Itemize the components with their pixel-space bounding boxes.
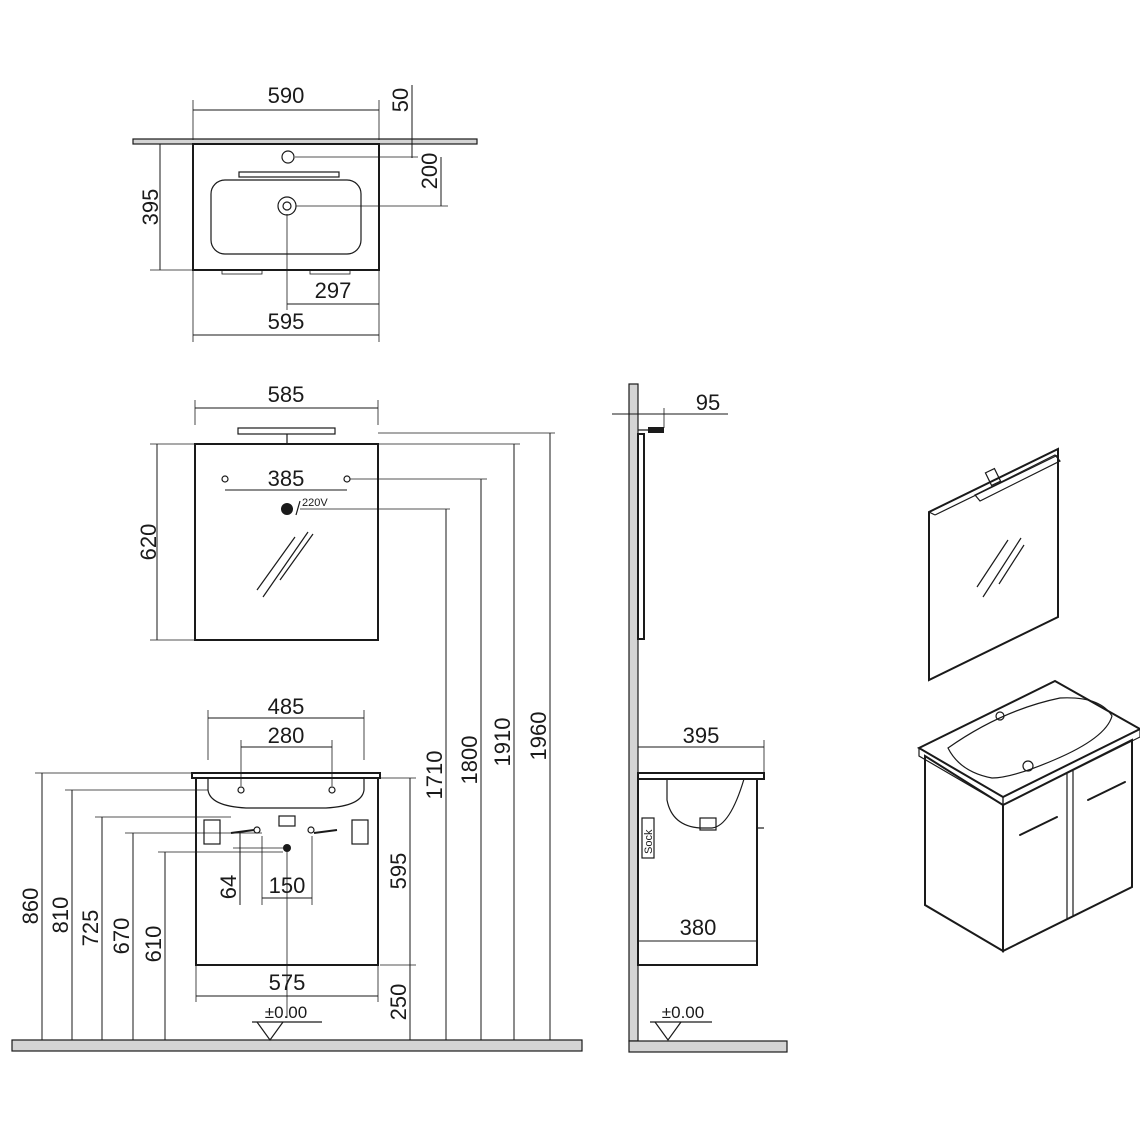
dim-label-595-cabinet: 595 xyxy=(386,853,411,890)
top-view-basin xyxy=(210,179,362,255)
dim-label-200: 200 xyxy=(417,153,442,190)
mirror-glare-icon xyxy=(256,531,314,598)
top-view-outline xyxy=(192,143,380,271)
dim-label-860: 860 xyxy=(18,888,43,925)
dim-label-595-top: 595 xyxy=(268,309,305,334)
dim-label-95: 95 xyxy=(696,390,720,415)
dim-label-590: 590 xyxy=(268,83,305,108)
power-socket-icon xyxy=(281,500,301,516)
dim-label-610: 610 xyxy=(141,926,166,963)
level-label-front: ±0.00 xyxy=(265,1003,307,1022)
level-marker-icon xyxy=(252,1021,322,1042)
iso-cabinet-front xyxy=(1002,738,1133,953)
dim-label-395-top: 395 xyxy=(138,189,163,226)
dim-label-1960: 1960 xyxy=(526,712,551,761)
dim-label-380: 380 xyxy=(680,915,717,940)
tap-hole-icon xyxy=(995,711,1005,721)
mirror-glare-icon xyxy=(976,537,1025,598)
basin-bowl xyxy=(207,778,365,809)
side-mirror xyxy=(637,433,645,640)
floor-side xyxy=(628,1040,788,1053)
dim-label-1800: 1800 xyxy=(457,736,482,785)
door-handle-icon xyxy=(1019,781,1126,836)
level-label-side: ±0.00 xyxy=(662,1003,704,1022)
iso-cabinet-side xyxy=(924,754,1004,953)
siphon-icon xyxy=(278,815,296,827)
socket-label: Sock xyxy=(643,829,655,854)
wall-side xyxy=(628,383,639,1042)
side-socket-box xyxy=(641,817,655,859)
voltage-label: 220V xyxy=(302,497,328,509)
water-valve-icon xyxy=(230,826,338,834)
dim-label-395-side: 395 xyxy=(683,723,720,748)
dim-label-64: 64 xyxy=(216,875,241,899)
iso-basin-bowl xyxy=(947,697,1113,779)
side-cabinet xyxy=(637,778,758,966)
floor-front xyxy=(11,1039,583,1052)
dim-label-385: 385 xyxy=(268,466,305,491)
side-view: 95 Sock 395 380 ±0.00 xyxy=(612,383,788,1053)
dim-label-280: 280 xyxy=(268,723,305,748)
dim-label-725: 725 xyxy=(78,910,103,947)
dim-label-1910: 1910 xyxy=(490,718,515,767)
dim-label-297: 297 xyxy=(315,278,352,303)
dim-label-620: 620 xyxy=(136,524,161,561)
dim-label-585: 585 xyxy=(268,382,305,407)
top-view: 590 50 200 395 297 595 xyxy=(132,83,478,342)
dim-label-670: 670 xyxy=(109,918,134,955)
dim-label-50: 50 xyxy=(388,88,413,112)
dim-label-250: 250 xyxy=(386,984,411,1021)
tap-hole-icon xyxy=(281,150,295,164)
dim-label-810: 810 xyxy=(48,897,73,934)
dim-label-1710: 1710 xyxy=(422,751,447,800)
iso-basin-top xyxy=(916,679,1140,799)
top-view-tap-deck xyxy=(238,171,340,178)
iso-mirror xyxy=(928,447,1059,682)
wall-bracket-icon xyxy=(203,819,369,845)
front-view: 385 220V 585 620 xyxy=(11,382,583,1052)
iso-mirror-lamp xyxy=(974,454,1061,502)
wall-drain-icon xyxy=(283,844,291,852)
drain-icon xyxy=(1022,760,1034,772)
isometric-view xyxy=(916,447,1140,953)
drain-icon xyxy=(277,196,297,216)
level-marker-icon xyxy=(650,1021,712,1042)
side-basin-bowl xyxy=(666,778,745,829)
dim-label-485: 485 xyxy=(268,694,305,719)
mirror-lamp xyxy=(237,427,336,435)
